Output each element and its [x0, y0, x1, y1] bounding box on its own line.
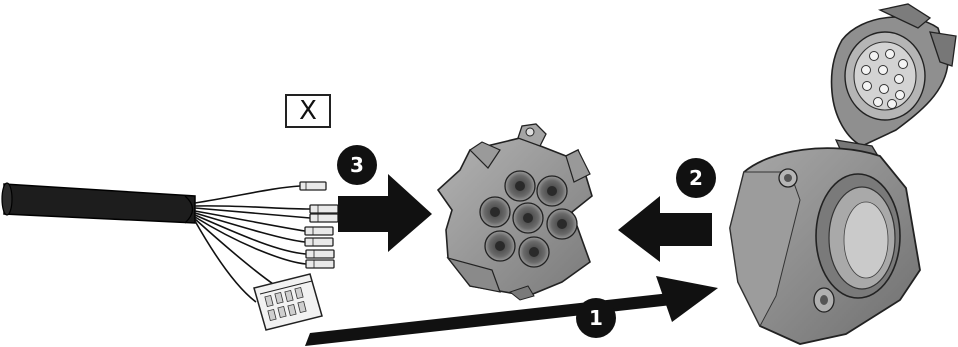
step-number: 3: [350, 153, 364, 177]
connector-block: [254, 274, 322, 330]
socket-housing: [730, 4, 956, 344]
step-number: 1: [589, 306, 603, 330]
reference-label-box: X: [285, 94, 331, 128]
step-badge-1: 1: [576, 298, 616, 338]
step-badge-3: 3: [337, 145, 377, 185]
step-number: 2: [689, 166, 703, 190]
arrow-2: [618, 196, 712, 262]
wire-terminals: [300, 182, 338, 268]
cable-bundle: [2, 183, 195, 223]
step-badge-2: 2: [676, 158, 716, 198]
reference-label-text: X: [299, 96, 317, 126]
arrow-3: [338, 174, 432, 252]
connector-insert: [438, 124, 592, 300]
